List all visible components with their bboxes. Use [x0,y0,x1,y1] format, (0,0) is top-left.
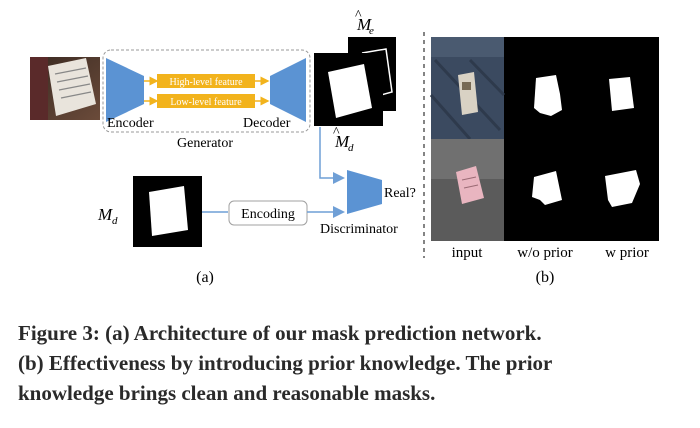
discriminator-shape [347,170,382,214]
input-image-row2 [431,139,504,241]
panel-b-label: (b) [536,269,555,286]
svg-text:M: M [356,15,372,34]
result-grid [429,37,659,241]
svg-text:^: ^ [333,125,340,140]
decoder-shape [270,58,306,122]
encoder-shape [106,58,144,122]
md-label: M d [97,205,118,227]
caption-line-3: knowledge brings clean and reasonable ma… [18,381,436,405]
mask-w-prior-row1 [609,77,634,111]
mask-w-prior-row2 [605,170,640,207]
svg-text:d: d [112,215,118,227]
input-image-row1 [429,37,506,140]
low-level-feature: Low-level feature [144,94,270,108]
high-level-feature: High-level feature [144,74,270,88]
generator-to-discriminator-arrow [319,127,345,184]
svg-text:M: M [334,132,350,151]
col-input-label: input [452,245,484,261]
mask-wo-prior-row1 [534,75,562,116]
discriminator-label: Discriminator [320,222,398,237]
input-photo-a [30,57,100,120]
caption-line-1: Figure 3: (a) Architecture of our mask p… [18,321,542,345]
generator-box [102,49,311,133]
caption-line-2: (b) Effectiveness by introducing prior k… [18,351,553,375]
encoder-label: Encoder [107,116,154,131]
svg-text:e: e [369,25,374,37]
col-wo-prior-label: w/o prior [517,245,572,261]
real-label: Real? [384,186,416,201]
mask-dense-output [314,53,383,126]
encoding-label: Encoding [241,207,295,222]
panel-a-label: (a) [196,269,214,286]
low-feature-label: Low-level feature [170,97,242,108]
mask-wo-prior-row2 [532,171,562,205]
decoder-label: Decoder [243,116,291,131]
md-hat-label: M d ^ [333,125,354,154]
figure-caption: Figure 3: (a) Architecture of our mask p… [18,318,690,408]
encoding-box [228,200,308,226]
high-feature-label: High-level feature [169,77,243,88]
svg-text:M: M [97,205,113,224]
figure-graphic: High-level feature Low-level feature Enc… [30,8,659,286]
svg-text:d: d [348,142,354,154]
me-hat-label: M e ^ [355,8,374,37]
svg-text:^: ^ [355,8,362,23]
col-w-prior-label: w prior [605,245,649,261]
generator-label: Generator [177,136,233,151]
ground-truth-mask [133,176,202,247]
